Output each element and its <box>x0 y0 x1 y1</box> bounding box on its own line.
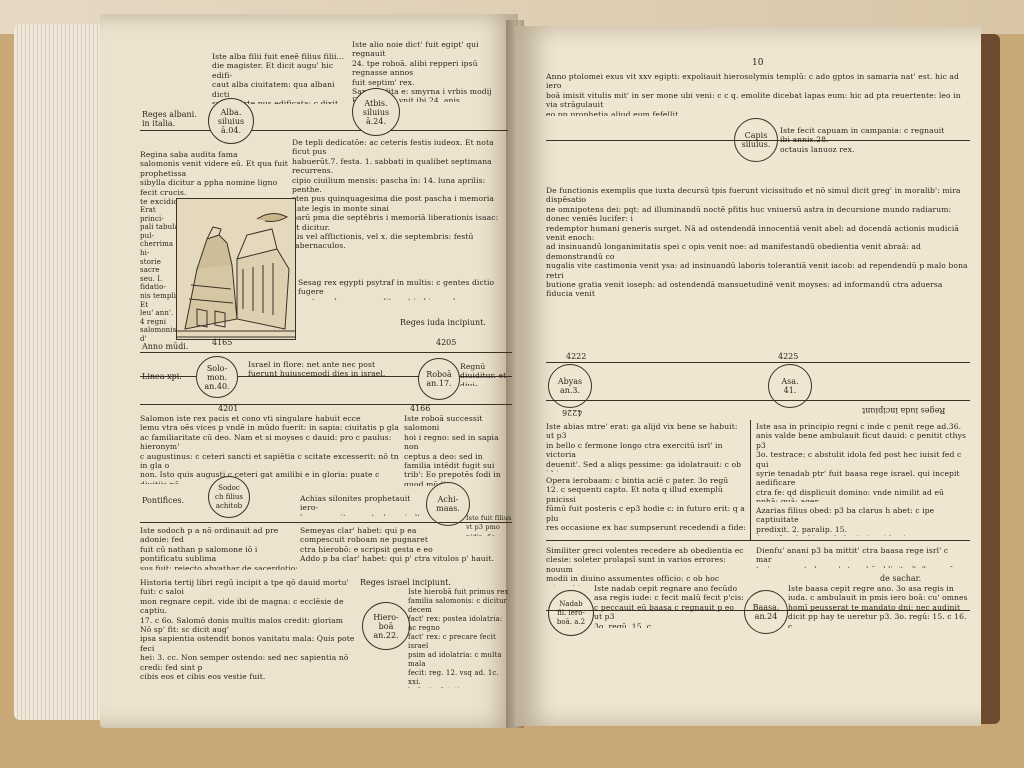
rule-pontifices <box>140 522 512 523</box>
page-edges-left <box>14 24 106 720</box>
woodcut-illustration <box>177 213 295 338</box>
roundel-hieroboam: Hiero- boā an.22. <box>362 602 410 650</box>
reges-albani-label: Reges albani. in italia. <box>142 110 197 128</box>
rule-timeline-bottom <box>140 404 512 405</box>
block-sesag: Sesag rex egypti psytraf in multis: c ge… <box>298 278 495 300</box>
year-4222: 4222 <box>566 352 587 361</box>
year-4225: 4225 <box>778 352 799 361</box>
roundel-sadoc: Sodoc ch filius achitob <box>208 476 250 518</box>
roundel-atbis-siluius: Atbis. siluius ā.24. <box>352 88 400 136</box>
block-capis: Iste fecit capuam in campania: c regnaui… <box>780 126 945 154</box>
rule-right-mid <box>546 540 970 541</box>
column-divider-right <box>750 420 751 540</box>
block-anno-ptolomei: Anno ptolomei exus vit xxv egipti: expol… <box>546 72 961 116</box>
block-hierobo: Iste hierobā fuit primus rex familia sal… <box>408 588 509 688</box>
rule-right-timeline-top <box>546 362 970 363</box>
block-abias: Iste abias mtre' erat: ga alijd vix bene… <box>546 422 742 472</box>
reges-iuda-label: Reges iuda incipiunt. <box>400 318 486 327</box>
block-opera-ierobaam: Opera ierobaam: c bintia aciē c pater. 3… <box>546 476 746 534</box>
block-similiter-greci: Similiter greci volentes recedere ab obe… <box>546 546 744 586</box>
year-4201: 4201 <box>218 404 239 413</box>
block-azarias: Azarias filius obed: p3 ba clarus h abet… <box>756 506 954 536</box>
page-number: 10 <box>752 58 764 68</box>
block-semeyas: Semeyas clar' habet: qui p ea compescuit… <box>300 526 494 564</box>
rule-albani <box>140 130 508 131</box>
block-temple-dedication: De tepli dedicatõe: ac ceteris festis iu… <box>292 138 499 248</box>
year-4166: 4166 <box>410 404 431 413</box>
block-israel-in-flore: Israel in flore: net ante nec post fueru… <box>248 360 386 379</box>
year-4165: 4165 <box>212 338 233 347</box>
rule-timeline-top <box>140 352 512 353</box>
year-4205: 4205 <box>436 338 457 347</box>
roundel-abyas: Abyas an.3. <box>548 364 592 408</box>
block-regnu-diuiditur: Regnū diuiditur. et diui- sidit a iuda. <box>460 362 507 386</box>
anno-mundi-label: Anno mūdi. <box>142 342 189 351</box>
reges-iuda-inverted: Reges iuda incipiunt <box>862 406 946 415</box>
block-de-functio: De functionis exemplis que iuxta decursū… <box>546 186 968 296</box>
temple-of-solomon-woodcut <box>176 198 296 340</box>
block-baasa: Iste baasa cepit regre ano. 3o asa regis… <box>788 584 968 628</box>
block-roboa-successit: Iste roboā successit salomoni hoi i regn… <box>404 414 501 486</box>
left-top-block-1: Iste alba filii fuit eneē filius filii..… <box>212 52 345 104</box>
rule-right-bottom <box>546 610 970 611</box>
block-regina-saba: Regina saba audita fama salomonis venit … <box>140 150 290 204</box>
roundel-baasa: Baasa. an.24 <box>744 590 788 634</box>
block-historia-tertij: Historia tertij libri regū incipit a tpe… <box>140 578 355 682</box>
block-salomon-rex-pacis: Salomon iste rex pacis et cono vti singu… <box>140 414 399 484</box>
roundel-nadab: Nadab fil. iero- boā. a.2 <box>548 590 594 636</box>
left-top-block-2: Iste alio noie dict' fuit egipt' qui reg… <box>352 40 492 102</box>
reges-israel-label: Reges israel incipiunt. <box>360 578 451 587</box>
roundel-alba-siluius: Alba. siluius ā.04. <box>208 98 254 144</box>
linea-xpi-label: Linea xpi. <box>142 372 182 381</box>
block-iste-fuit-filius: Iste fuit filius vt p3 pmo p'dip. 6o <box>466 514 512 536</box>
roundel-roboam: Roboā an.17. <box>418 358 460 400</box>
year-4226: 4226 <box>562 408 583 417</box>
roundel-solomon: Solo- mon. an.40. <box>196 356 238 398</box>
block-iste-asa: Iste asa in principio regni c inde c pen… <box>756 422 966 502</box>
block-sadoch: Iste sodoch p a nō ordinauit ad pre adon… <box>140 526 299 570</box>
block-dienfut-anani: Dienfu' anani p3 ba mittit' ctra baasa r… <box>756 546 954 568</box>
pontifices-label: Pontifices. <box>142 496 184 505</box>
roundel-achimaas: Achi- maas. <box>426 482 470 526</box>
block-nadab: Iste nadab cepit regnare ano fecūdo asa … <box>594 584 744 628</box>
block-achias-silonites: Achias silonites prophetauit iero- boam … <box>300 494 422 516</box>
roundel-asa: Asa. 41. <box>768 364 812 408</box>
de-sachar-label: de sachar. <box>880 574 922 583</box>
rule-right-timeline-bottom <box>546 400 970 401</box>
block-erat-principali: Erat princi- pali tabula pul- cherrima h… <box>140 206 179 342</box>
rule-linea-xpi <box>140 376 512 377</box>
rule-capis <box>546 140 970 141</box>
